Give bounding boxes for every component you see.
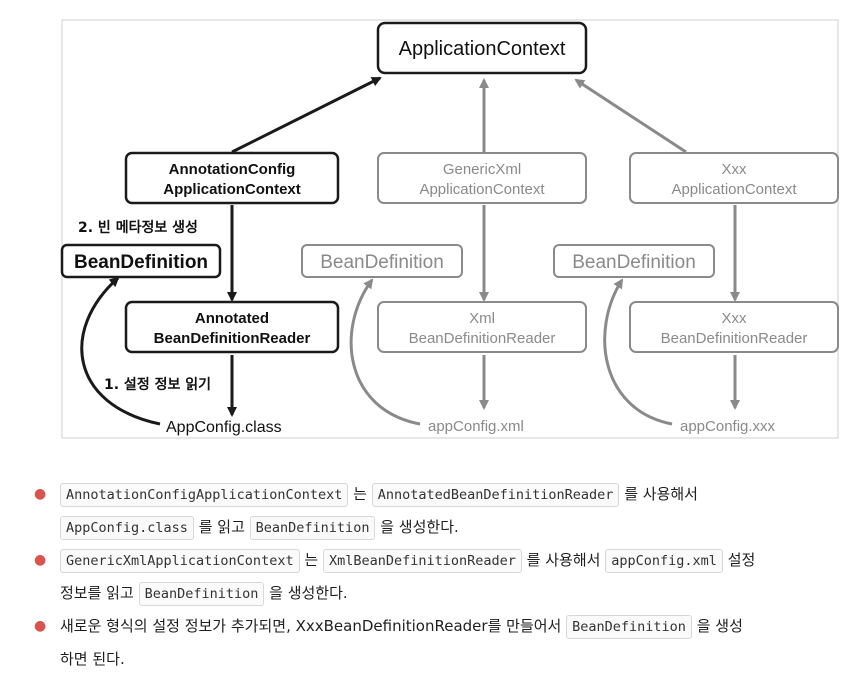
spring-context-diagram: ApplicationContext AnnotationConfig Appl…: [60, 19, 839, 439]
node-application-context-label: ApplicationContext: [399, 38, 566, 60]
node-annotated-reader: Annotated BeanDefinitionReader: [124, 300, 340, 354]
source-appconfig-xml: appConfig.xml: [428, 418, 524, 435]
svg-text:Xxx: Xxx: [721, 310, 747, 327]
svg-text:BeanDefinition: BeanDefinition: [572, 252, 696, 273]
svg-text:ApplicationContext: ApplicationContext: [419, 181, 545, 198]
node-application-context: ApplicationContext: [376, 21, 588, 75]
list-item: ● 새로운 형식의 설정 정보가 추가되면, XxxBeanDefinition…: [30, 610, 842, 675]
svg-text:Xml: Xml: [469, 310, 495, 327]
svg-text:GenericXml: GenericXml: [443, 161, 521, 178]
svg-text:AnnotationConfig: AnnotationConfig: [169, 161, 296, 178]
svg-text:BeanDefinitionReader: BeanDefinitionReader: [409, 330, 556, 347]
edge-xxx-to-context: [574, 78, 687, 154]
edge-xml-to-bd-mid: [349, 278, 421, 426]
node-bean-definition-mid: BeanDefinition: [301, 244, 463, 278]
bullet-dot-icon: ●: [34, 618, 47, 634]
node-xxx-reader: Xxx BeanDefinitionReader: [629, 301, 839, 353]
list-item: ● AnnotationConfigApplicationContext 는 A…: [30, 478, 842, 544]
explanation-list: ● AnnotationConfigApplicationContext 는 A…: [30, 478, 842, 675]
diagram-frame: [61, 19, 839, 439]
svg-text:Xxx: Xxx: [721, 161, 747, 178]
node-xxx-context: Xxx ApplicationContext: [629, 152, 839, 204]
bullet-dot-icon: ●: [34, 486, 47, 502]
list-item: ● GenericXmlApplicationContext 는 XmlBean…: [30, 544, 842, 610]
svg-text:ApplicationContext: ApplicationContext: [671, 181, 797, 198]
edge-class-to-bd-left: [80, 276, 161, 426]
edges: [80, 76, 740, 426]
node-bean-definition-right: BeanDefinition: [553, 244, 715, 278]
annotation-step2: 2. 빈 메타정보 생성: [78, 219, 198, 236]
edge-anno-to-context: [231, 76, 382, 154]
node-bean-definition-left: BeanDefinition: [60, 243, 222, 279]
svg-text:BeanDefinition: BeanDefinition: [74, 252, 208, 273]
node-genericxml-context: GenericXml ApplicationContext: [377, 152, 587, 204]
svg-text:BeanDefinitionReader: BeanDefinitionReader: [154, 330, 311, 347]
svg-text:ApplicationContext: ApplicationContext: [163, 181, 301, 198]
annotation-step1: 1. 설정 정보 읽기: [104, 376, 211, 393]
svg-text:BeanDefinitionReader: BeanDefinitionReader: [661, 330, 808, 347]
node-annotation-context: AnnotationConfig ApplicationContext: [124, 151, 340, 205]
node-xml-reader: Xml BeanDefinitionReader: [377, 301, 587, 353]
svg-text:Annotated: Annotated: [195, 310, 269, 327]
svg-text:BeanDefinition: BeanDefinition: [320, 252, 444, 273]
bullet-dot-icon: ●: [34, 552, 47, 568]
source-appconfig-xxx: appConfig.xxx: [680, 418, 776, 435]
source-appconfig-class: AppConfig.class: [166, 419, 282, 436]
edge-xxx-to-bd-right: [603, 278, 673, 426]
